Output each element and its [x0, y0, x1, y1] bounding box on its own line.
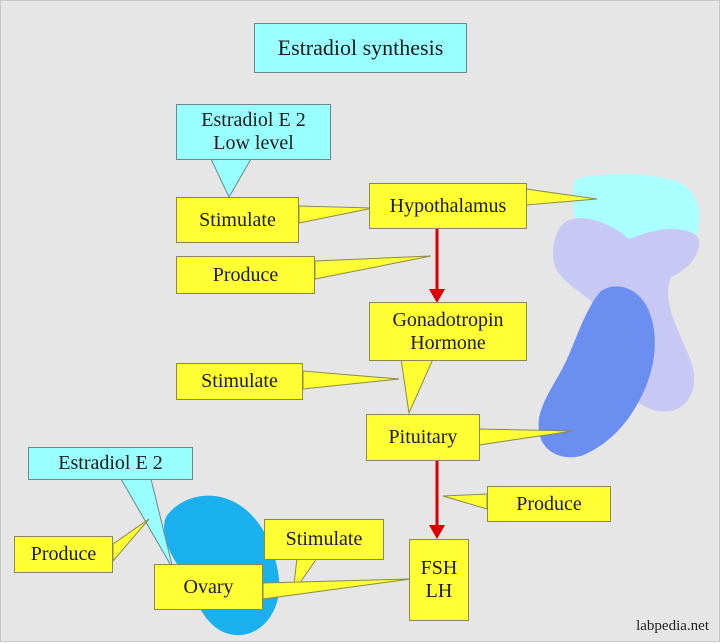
- ovary-pointer: [262, 578, 412, 600]
- produce-label-1: Produce: [176, 256, 315, 294]
- stimulate-label-1: Stimulate: [176, 197, 299, 243]
- source-watermark: labpedia.net: [636, 618, 709, 634]
- produce-2-pointer: [442, 493, 488, 510]
- estradiol-e2-box: Estradiol E 2: [28, 447, 193, 480]
- estradiol-low-level-box: Estradiol E 2 Low level: [176, 104, 331, 160]
- stimulate-2-pointer: [302, 370, 400, 390]
- produce-1-pointer: [314, 255, 432, 280]
- fsh-lh-box: FSH LH: [409, 539, 469, 621]
- arrow-head-1: [429, 289, 445, 303]
- gonadotropin-hormone-box: Gonadotropin Hormone: [369, 302, 527, 361]
- produce-3-pointer: [112, 518, 150, 563]
- arrow-head-2: [429, 525, 445, 539]
- stimulate-1-pointer: [298, 205, 374, 224]
- stimulate-label-3: Stimulate: [264, 519, 384, 560]
- produce-label-2: Produce: [487, 486, 611, 522]
- pituitary-box: Pituitary: [366, 414, 480, 461]
- diagram-title: Estradiol synthesis: [254, 23, 467, 73]
- produce-label-3: Produce: [14, 536, 113, 573]
- pituitary-shape: [538, 286, 655, 458]
- stimulate-label-2: Stimulate: [176, 363, 303, 400]
- ovary-box: Ovary: [154, 564, 263, 610]
- gonadotropin-pointer: [400, 358, 434, 415]
- hypothalamus-box: Hypothalamus: [369, 183, 527, 229]
- estradiol-low-pointer: [210, 158, 252, 199]
